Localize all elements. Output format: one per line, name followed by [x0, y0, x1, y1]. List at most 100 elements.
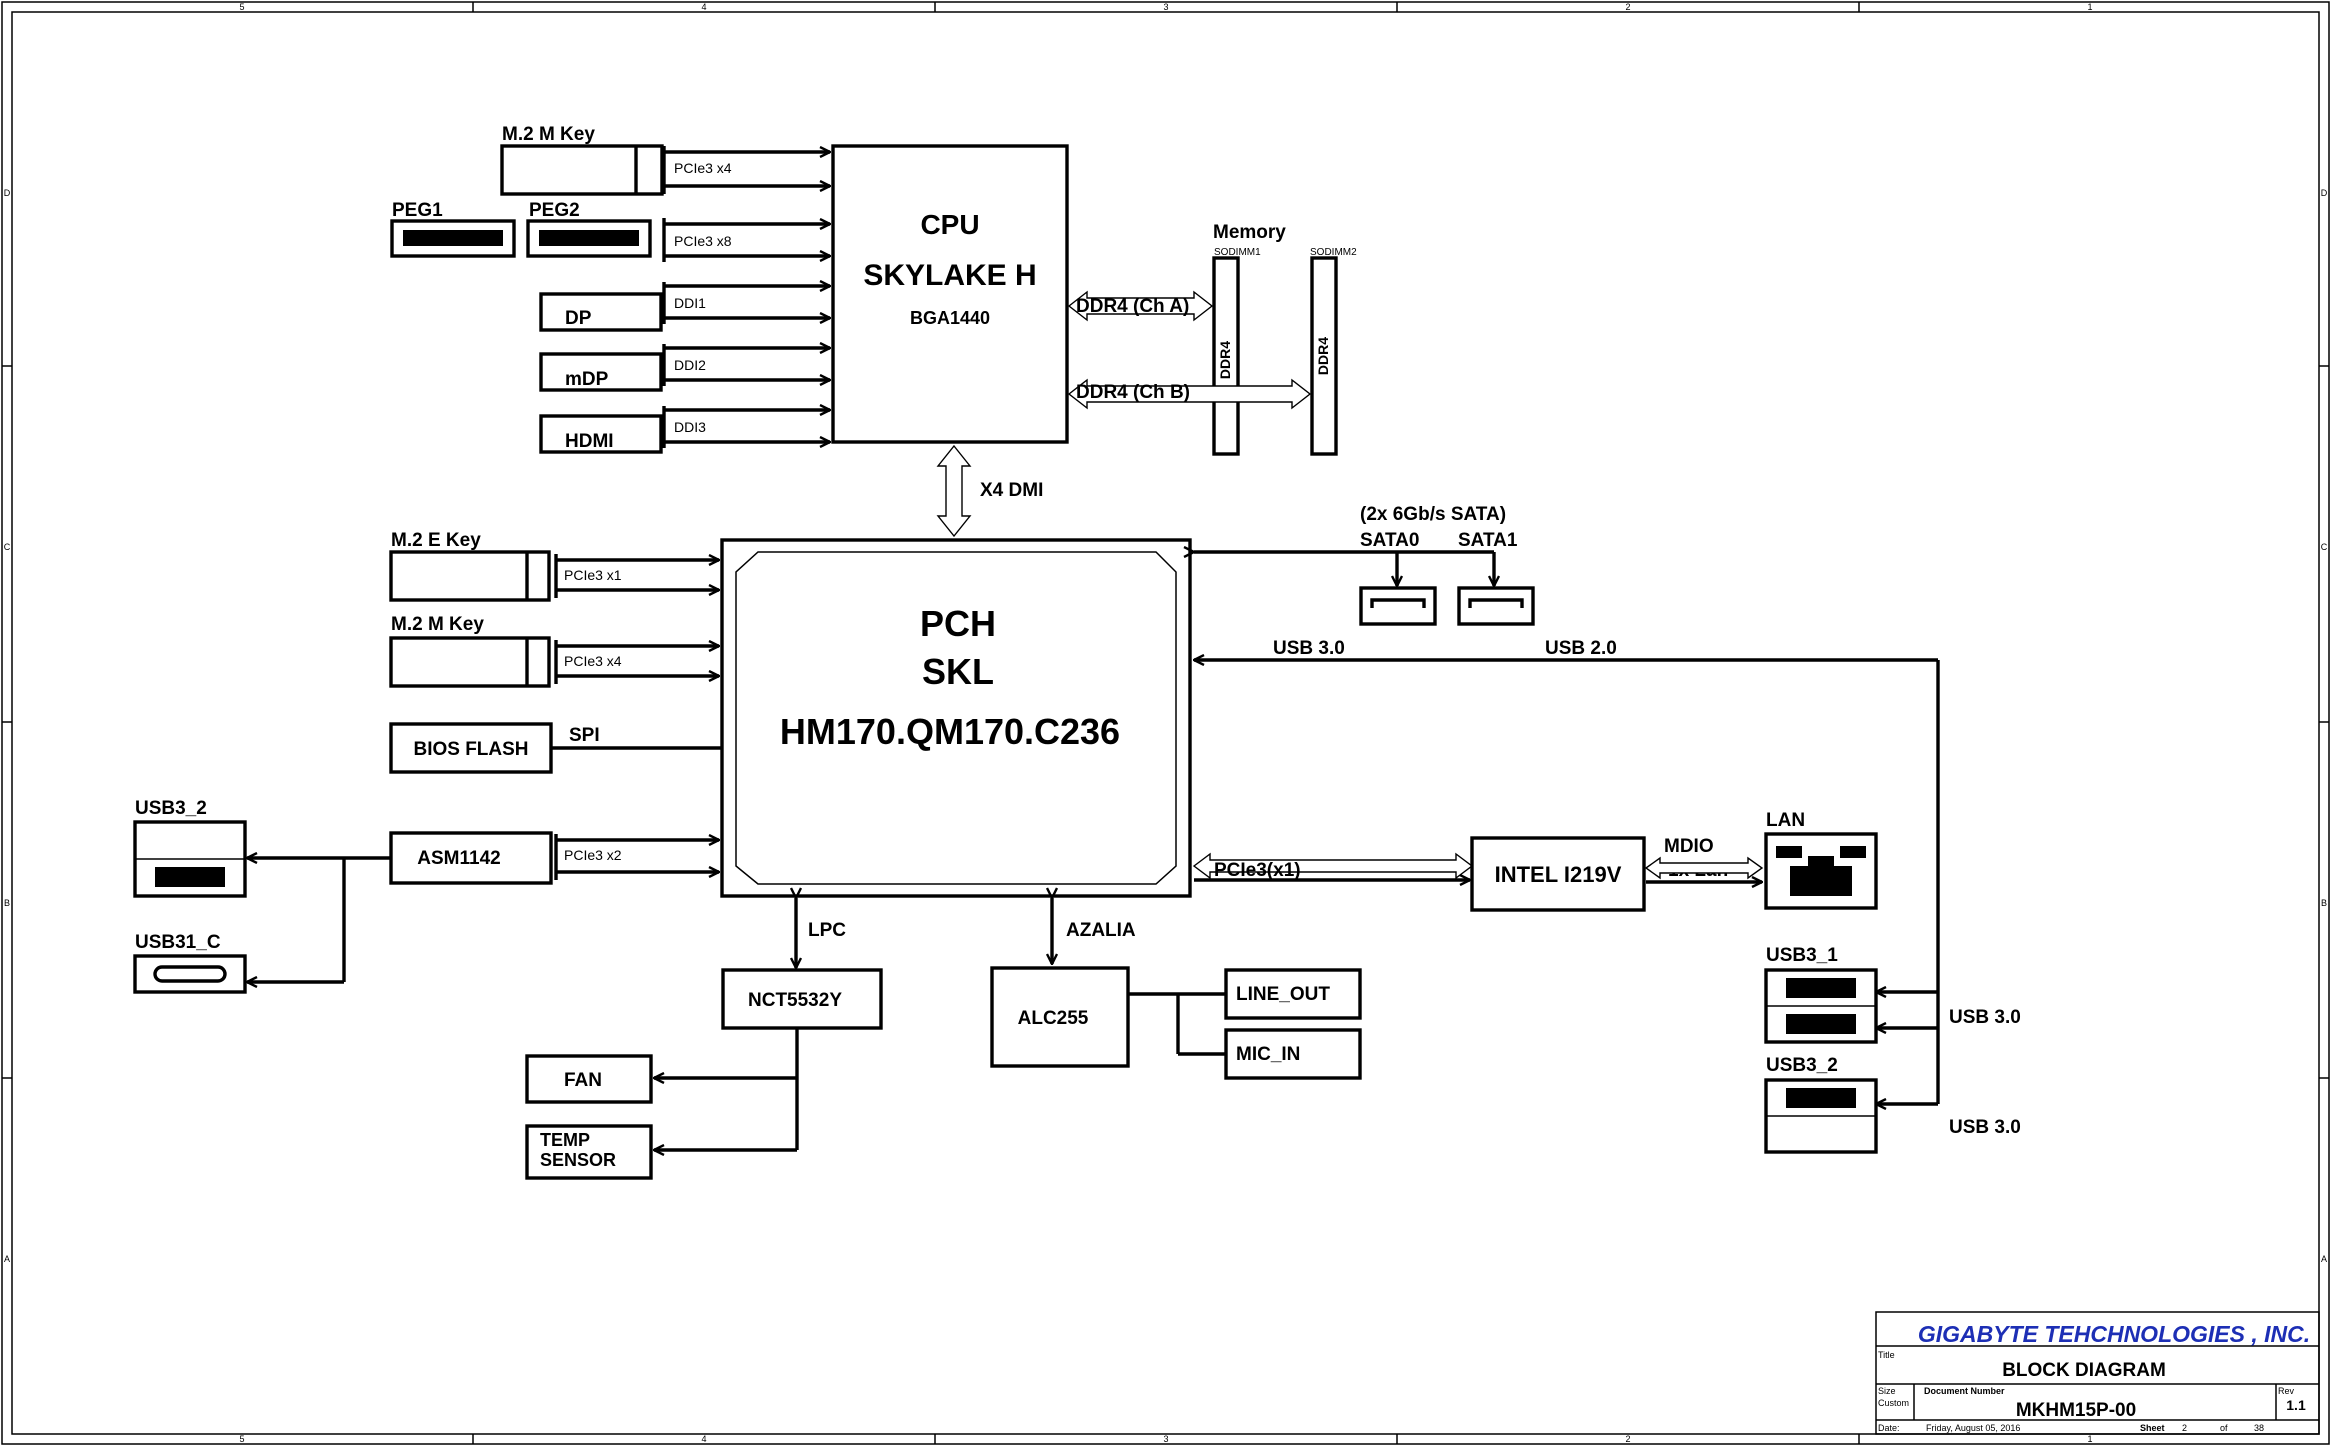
ddr-channel-a-bus: [1067, 290, 1214, 322]
row-label: A: [4, 1254, 10, 1264]
ddr-channel-b-label: DDR4 (Ch B): [1076, 382, 1190, 403]
sodimm2-label: SODIMM2: [1310, 247, 1357, 258]
pch-right-devices: USB 3.0 USB 2.0 USB 3.0 USB 3.0 USB3_1 U…: [1192, 638, 2021, 1154]
usb3-1-label: USB3_1: [1766, 945, 1838, 966]
asm-bus-label: PCIe3 x2: [564, 847, 622, 863]
sata-block: (2x 6Gb/s SATA) SATA0 SATA1: [1194, 504, 1535, 626]
cpu-title: CPU: [920, 209, 979, 240]
sheet-total: 38: [2254, 1423, 2264, 1433]
audio-block: AZALIA ALC255 LINE_OUT MIC_IN: [990, 898, 1362, 1080]
m2m-pch-bus-label: PCIe3 x4: [564, 653, 622, 669]
usb3-2-left-label: USB3_2: [135, 798, 207, 819]
dp-connector: [539, 292, 663, 332]
ddi2-label: DDI2: [674, 357, 706, 373]
asm1142-label: ASM1142: [417, 848, 500, 869]
company-name: GIGABYTE TEHCHNOLOGIES , INC.: [1918, 1321, 2310, 1347]
col-label: 1: [2087, 1434, 2092, 1444]
col-label: 4: [701, 2, 706, 12]
line-out-label: LINE_OUT: [1236, 984, 1330, 1005]
spi-label: SPI: [569, 725, 600, 746]
ddi3-label: DDI3: [674, 419, 706, 435]
col-label: 5: [239, 2, 244, 12]
ddr-channel-b-bus: [1067, 378, 1312, 410]
memory-block: Memory SODIMM1 SODIMM2 DDR4 DDR4 DDR4 (C…: [1067, 222, 1357, 456]
row-label: C: [2321, 542, 2328, 552]
row-label: D: [2321, 188, 2328, 198]
m2e-bus-label: PCIe3 x1: [564, 567, 622, 583]
ddi1-label: DDI1: [674, 295, 706, 311]
usb3-2-right-label: USB3_2: [1766, 1055, 1838, 1076]
peg1-label: PEG1: [392, 200, 443, 221]
super-io-block: LPC NCT5532Y FAN TEMP SENSOR: [525, 898, 883, 1180]
col-label: 3: [1163, 1434, 1168, 1444]
mdp-label: mDP: [565, 369, 609, 390]
pch-sku: HM170.QM170.C236: [780, 711, 1120, 752]
size-field-label: Size: [1878, 1386, 1896, 1396]
pcie-lan-label: PCIe3(x1): [1214, 860, 1301, 881]
m2m-pch-label: M.2 M Key: [391, 614, 484, 635]
sheet-number: 2: [2182, 1423, 2187, 1433]
m2m-pch-slot: [389, 636, 551, 688]
fan-header: [525, 1054, 653, 1104]
col-label: 3: [1163, 2, 1168, 12]
date-field-label: Date:: [1878, 1423, 1900, 1433]
ddr-channel-a-label: DDR4 (Ch A): [1076, 296, 1189, 317]
usb30-right-a-label: USB 3.0: [1949, 1007, 2021, 1028]
row-label: D: [4, 188, 11, 198]
cpu-name: SKYLAKE H: [863, 259, 1036, 292]
usb31-c-label: USB31_C: [135, 932, 221, 953]
of-label: of: [2220, 1423, 2228, 1433]
cpu-block: CPU SKYLAKE H BGA1440: [831, 144, 1069, 444]
col-label: 5: [239, 1434, 244, 1444]
date-value: Friday, August 05, 2016: [1926, 1423, 2020, 1433]
temp-sensor: [525, 1124, 653, 1180]
usb30-right-b-label: USB 3.0: [1949, 1117, 2021, 1138]
sodimm2-ddr-label: DDR4: [1315, 337, 1331, 375]
pch-title: PCH: [920, 603, 996, 644]
intel-i219v-label: INTEL I219V: [1495, 862, 1622, 887]
sodimm2-slot: [1310, 256, 1338, 456]
peg-bus-label: PCIe3 x8: [674, 233, 732, 249]
sata0-label: SATA0: [1360, 530, 1419, 551]
mdp-connector: [539, 352, 663, 392]
sodimm1-slot: [1212, 256, 1240, 456]
row-label: C: [4, 542, 11, 552]
m2e-label: M.2 E Key: [391, 530, 481, 551]
memory-title: Memory: [1213, 222, 1286, 243]
document-number: MKHM15P-00: [2016, 1400, 2136, 1421]
peg2-label: PEG2: [529, 200, 580, 221]
usb30-pch-label: USB 3.0: [1273, 638, 1345, 659]
dp-label: DP: [565, 308, 592, 329]
sodimm1-label: SODIMM1: [1214, 247, 1261, 258]
pch-block: PCH SKL HM170.QM170.C236: [720, 538, 1192, 898]
bios-flash-label: BIOS FLASH: [413, 739, 528, 760]
usb31-c-port: [133, 954, 247, 994]
pch-left-devices: M.2 E Key M.2 M Key BIOS FLASH ASM1142 P…: [133, 530, 722, 994]
cpu-left-buses: PCIe3 x4 PCIe3 x8 DDI1 DDI2 DDI3: [662, 146, 830, 448]
row-label: A: [2321, 1254, 2327, 1264]
sheet-title: BLOCK DIAGRAM: [2002, 1360, 2166, 1381]
row-label: B: [4, 898, 10, 908]
m2m-cpu-label: M.2 M Key: [502, 124, 595, 145]
mic-in-jack: [1224, 1028, 1362, 1080]
m2m-cpu-slot: [500, 144, 664, 196]
lan-label: LAN: [1766, 810, 1805, 831]
hdmi-label: HDMI: [565, 431, 614, 452]
rev-field-label: Rev: [2278, 1386, 2295, 1396]
sata-title: (2x 6Gb/s SATA): [1360, 504, 1506, 525]
size-value: Custom: [1878, 1398, 1909, 1408]
col-label: 2: [1625, 1434, 1630, 1444]
dmi-label: X4 DMI: [980, 480, 1043, 501]
mic-in-label: MIC_IN: [1236, 1044, 1300, 1065]
docnum-field-label: Document Number: [1924, 1386, 2005, 1396]
sodimm1-ddr-label: DDR4: [1217, 341, 1233, 379]
intel-i219v-chip: [1470, 836, 1646, 912]
col-label: 1: [2087, 2, 2092, 12]
nct5532y-label: NCT5532Y: [748, 990, 842, 1011]
col-label: 4: [701, 1434, 706, 1444]
m2m-cpu-bus-label: PCIe3 x4: [674, 160, 732, 176]
temp-label: TEMP: [540, 1130, 590, 1150]
sheet-field-label: Sheet: [2140, 1423, 2165, 1433]
